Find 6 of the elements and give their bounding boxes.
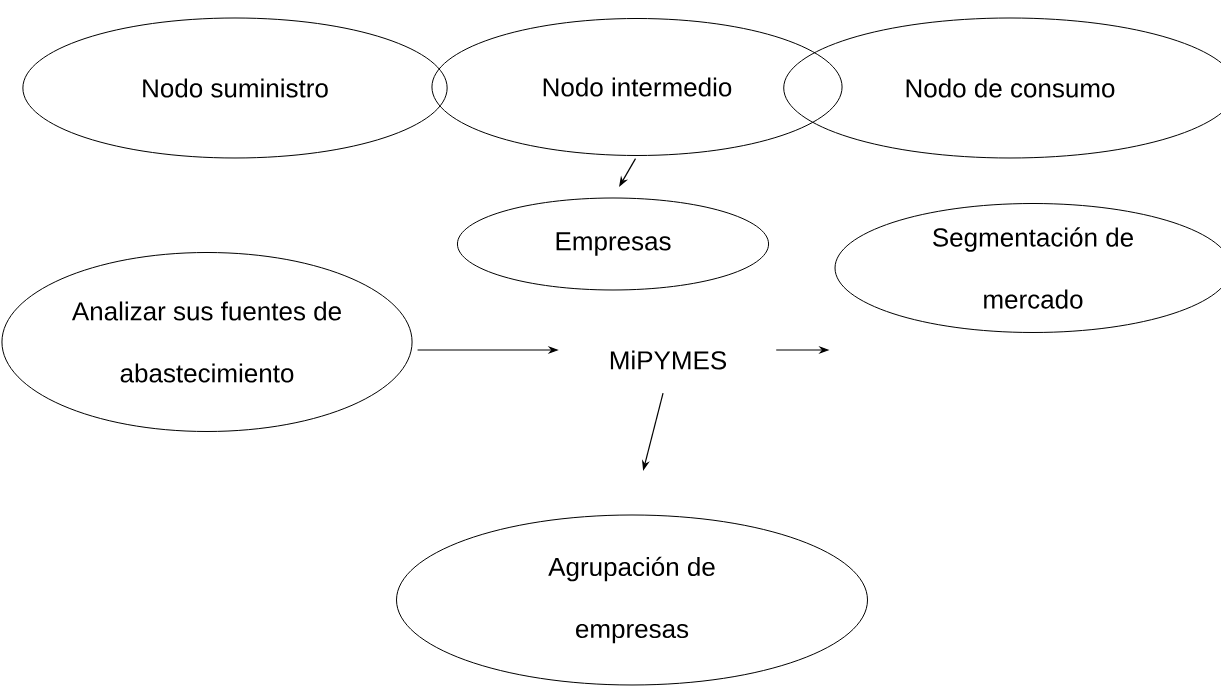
ellipse-node: Empresas [456, 197, 770, 291]
ellipse-node: Agrupación de empresas [396, 514, 868, 686]
node-label: MiPYMES [610, 350, 727, 370]
ellipse-node: Analizar sus fuentes de abastecimiento [1, 252, 413, 432]
ellipse-node: Nodo intermedio [431, 18, 843, 156]
ellipse-node: Nodo suministro [22, 17, 448, 159]
